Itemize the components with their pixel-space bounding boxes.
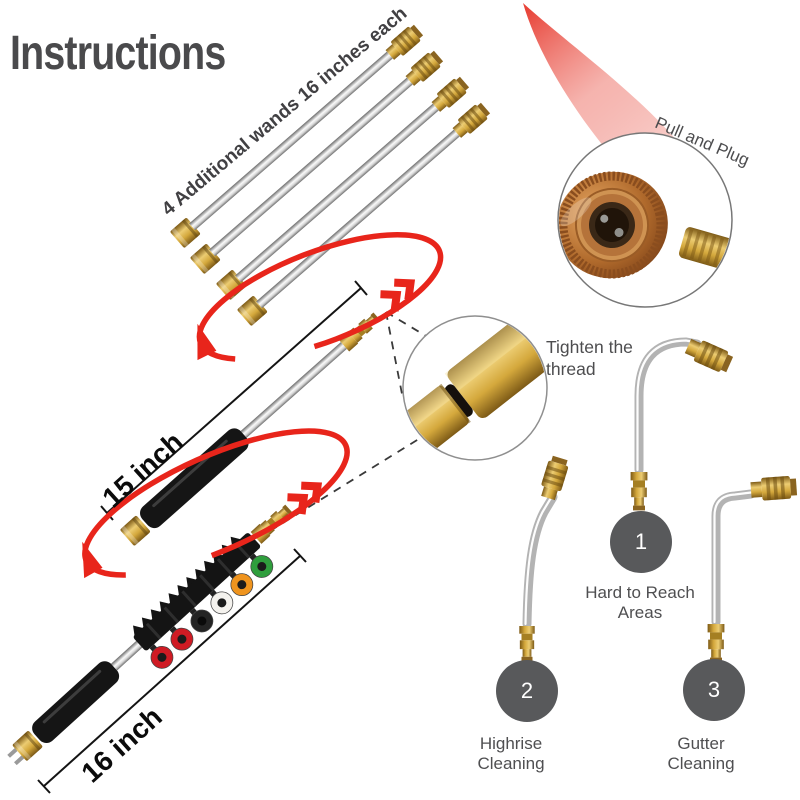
chevrons — [380, 278, 416, 312]
nozzle-holder-spikes — [133, 536, 242, 637]
attachment-bend-wand — [519, 454, 571, 662]
female-coupler-photo — [559, 171, 668, 279]
arrowhead — [197, 323, 217, 361]
extra-wand-1 — [169, 22, 425, 249]
dimension-line-15 — [100, 280, 368, 521]
attachment-label-gutter: Gutter Cleaning — [667, 734, 735, 774]
extra-wand-3 — [215, 74, 471, 301]
gutter-coupler — [750, 475, 798, 502]
wand-16-handle — [32, 661, 120, 744]
red-loop-arrow-lower — [82, 428, 350, 579]
bend-coupler — [538, 454, 571, 502]
pull-and-plug-detail — [557, 132, 733, 308]
arrowhead — [82, 541, 103, 579]
threaded-joint-photo — [404, 317, 546, 455]
hook-plug — [630, 472, 648, 511]
extra-wand-4 — [236, 100, 492, 327]
wand-15-handle — [140, 428, 249, 529]
wand-15-inch — [119, 311, 382, 547]
wand-16-inch — [7, 503, 294, 766]
step-badge-2: 2 — [496, 660, 558, 722]
nozzle-tips — [149, 553, 274, 669]
attachment-label-hard-to-reach: Hard to Reach Areas — [585, 583, 695, 623]
nozzle-holder — [133, 533, 261, 651]
page-title: Instructions — [10, 27, 226, 80]
gutter-plug — [707, 624, 725, 663]
attachment-label-highrise: Highrise Cleaning — [477, 734, 545, 774]
extra-wand-2 — [189, 48, 445, 275]
hook-coupler — [683, 335, 735, 375]
chevrons — [287, 481, 323, 515]
step-badge-1: 1 — [610, 511, 672, 573]
step-badge-3: 3 — [683, 659, 745, 721]
tighten-thread-detail — [402, 315, 548, 461]
attachment-hook-wand — [630, 335, 735, 511]
red-loop-arrow-upper — [196, 232, 444, 362]
dimension-line-16 — [37, 548, 307, 794]
attachment-gutter-wand — [707, 475, 798, 663]
male-plug-photo — [679, 227, 731, 275]
bend-plug — [519, 626, 535, 662]
tighten-thread-label: Tighten the thread — [546, 337, 633, 379]
